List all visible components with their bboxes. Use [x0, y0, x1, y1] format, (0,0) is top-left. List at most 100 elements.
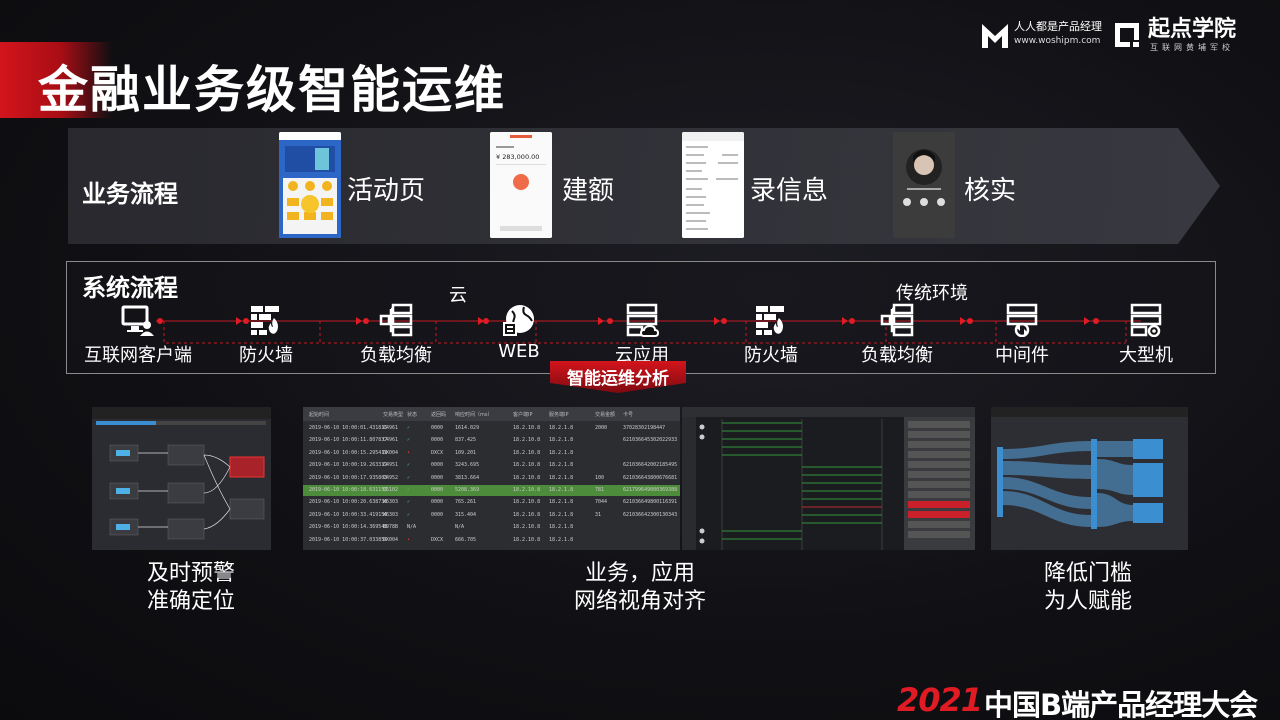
firewall-icon [756, 306, 784, 335]
table-cell: 1614.029 [455, 425, 480, 431]
biz-step-verify: 核实 [964, 176, 1017, 206]
biz-step-activity-page: 活动页 [347, 176, 426, 206]
node-label-mainframe: 大型机 [1119, 345, 1173, 366]
title-accent-band [0, 42, 112, 118]
caption-line-2: 准确定位 [146, 589, 235, 614]
table-cell: 18.2.1.8 [549, 511, 574, 518]
table-cell: 2000 [595, 425, 608, 431]
table-cell: 0000 [431, 437, 444, 444]
table-cell: 621036649800116391 [623, 499, 678, 506]
panel-caption-alignment: 业务，应用 网络视角对齐 [560, 560, 720, 616]
table-cell: ✓ [407, 499, 411, 506]
table-header-cell: 起始时间 [309, 412, 330, 418]
table-cell: C4952 [383, 474, 399, 481]
table-cell: 18.2.10.8 [513, 524, 541, 531]
table-cell: 37028302198447 [623, 425, 666, 431]
table-cell: 18.2.1.8 [549, 437, 574, 444]
conference-name: 中国B端产品经理大会 [984, 688, 1258, 720]
table-cell: 781 [595, 487, 605, 493]
table-cell: ✓ [407, 511, 411, 518]
biz-step-credit-amount: 建额 [562, 176, 615, 206]
table-cell: 18.2.10.8 [513, 474, 541, 481]
business-flow-label: 业务流程 [82, 180, 178, 208]
table-cell: 666.705 [455, 536, 477, 543]
table-cell: 2019-06-10 10:00:37.033856 [309, 536, 388, 543]
table-cell: DXCX [431, 536, 444, 543]
table-cell: DX004 [383, 536, 399, 543]
table-header-cell: 卡号 [623, 412, 634, 418]
panel-caption-empower: 降低门槛 为人赋能 [1038, 560, 1138, 616]
table-cell: 18.2.10.8 [513, 462, 541, 469]
table-header-row [303, 407, 680, 421]
caption-line-1: 及时预警 [146, 561, 235, 586]
firewall-icon [251, 306, 279, 335]
node-label-internet-client: 互联网客户端 [84, 345, 192, 366]
woshipm-name: 人人都是产品经理 [1014, 20, 1102, 33]
node-label-web: WEB [498, 341, 540, 362]
table-cell: 621036642002185495 [623, 462, 678, 469]
panel-caption-alert: 及时预警 准确定位 [141, 560, 241, 616]
table-cell: 315.404 [455, 511, 477, 518]
table-cell: W6303 [383, 499, 399, 506]
analysis-tab-shape [550, 361, 686, 393]
qidian-logo-icon [1115, 23, 1139, 47]
table-cell: C4961 [383, 425, 399, 431]
table-header-cell: 客户端IP [513, 412, 533, 418]
table-cell: ✓ [407, 437, 411, 444]
table-cell: 18.2.10.8 [513, 449, 541, 456]
table-cell: 0000 [431, 462, 444, 469]
node-label-load-balancer-2: 负载均衡 [861, 345, 933, 366]
table-cell: 0000 [431, 511, 444, 518]
node-label-firewall: 防火墙 [239, 345, 293, 366]
table-cell: 31 [595, 511, 602, 518]
woshipm-logo-icon [982, 24, 1008, 48]
cloud-server-icon [626, 303, 659, 337]
table-cell: 3813.664 [455, 474, 480, 481]
biz-step-info-entry: 录信息 [750, 176, 829, 206]
qidian-logo-name: 起点学院 [1148, 17, 1237, 42]
activity-page-thumbnail [279, 132, 341, 238]
table-cell: 18.2.10.8 [513, 511, 541, 518]
table-cell: 18.2.1.8 [549, 499, 574, 506]
table-cell: C5102 [383, 487, 399, 493]
system-flow-panel [66, 261, 1216, 374]
smart-ops-analysis-label: 智能运维分析 [567, 369, 669, 389]
woshipm-logo-text: 人人都是产品经理 www.woshipm.com [1014, 20, 1102, 48]
table-cell: 2019-06-10 10:00:33.419156 [309, 511, 388, 518]
table-cell: 18.2.10.8 [513, 499, 541, 506]
qidian-logo-sub: 互联网黄埔军校 [1150, 43, 1234, 52]
table-cell: 109.201 [455, 449, 477, 456]
table-cell: 18.2.1.8 [549, 536, 574, 543]
alert-topology-screenshot [92, 407, 271, 550]
table-cell: 18.2.1.8 [549, 474, 574, 481]
table-cell: N/A [407, 524, 417, 531]
table-cell: 0000 [431, 425, 444, 431]
table-cell: C4961 [383, 437, 399, 444]
table-cell: 18.2.1.8 [549, 425, 574, 431]
table-cell: 18.2.1.8 [549, 462, 574, 469]
table-cell: ✓ [407, 474, 411, 481]
table-cell: ✓ [407, 462, 411, 469]
web-globe-icon [503, 305, 534, 336]
table-cell: N/A [455, 524, 465, 531]
network-flow-screenshot [682, 407, 975, 550]
node-label-load-balancer: 负载均衡 [360, 345, 432, 366]
table-cell: 18.2.10.8 [513, 437, 541, 444]
table-cell: 18.2.1.8 [549, 449, 574, 456]
face-verify-thumbnail [893, 132, 955, 238]
table-cell: 3243.695 [455, 462, 480, 469]
mainframe-server-icon [1130, 303, 1162, 337]
table-cell: 2019-06-10 10:00:11.807837 [309, 437, 388, 444]
table-cell: 621036643800676681 [623, 474, 678, 481]
